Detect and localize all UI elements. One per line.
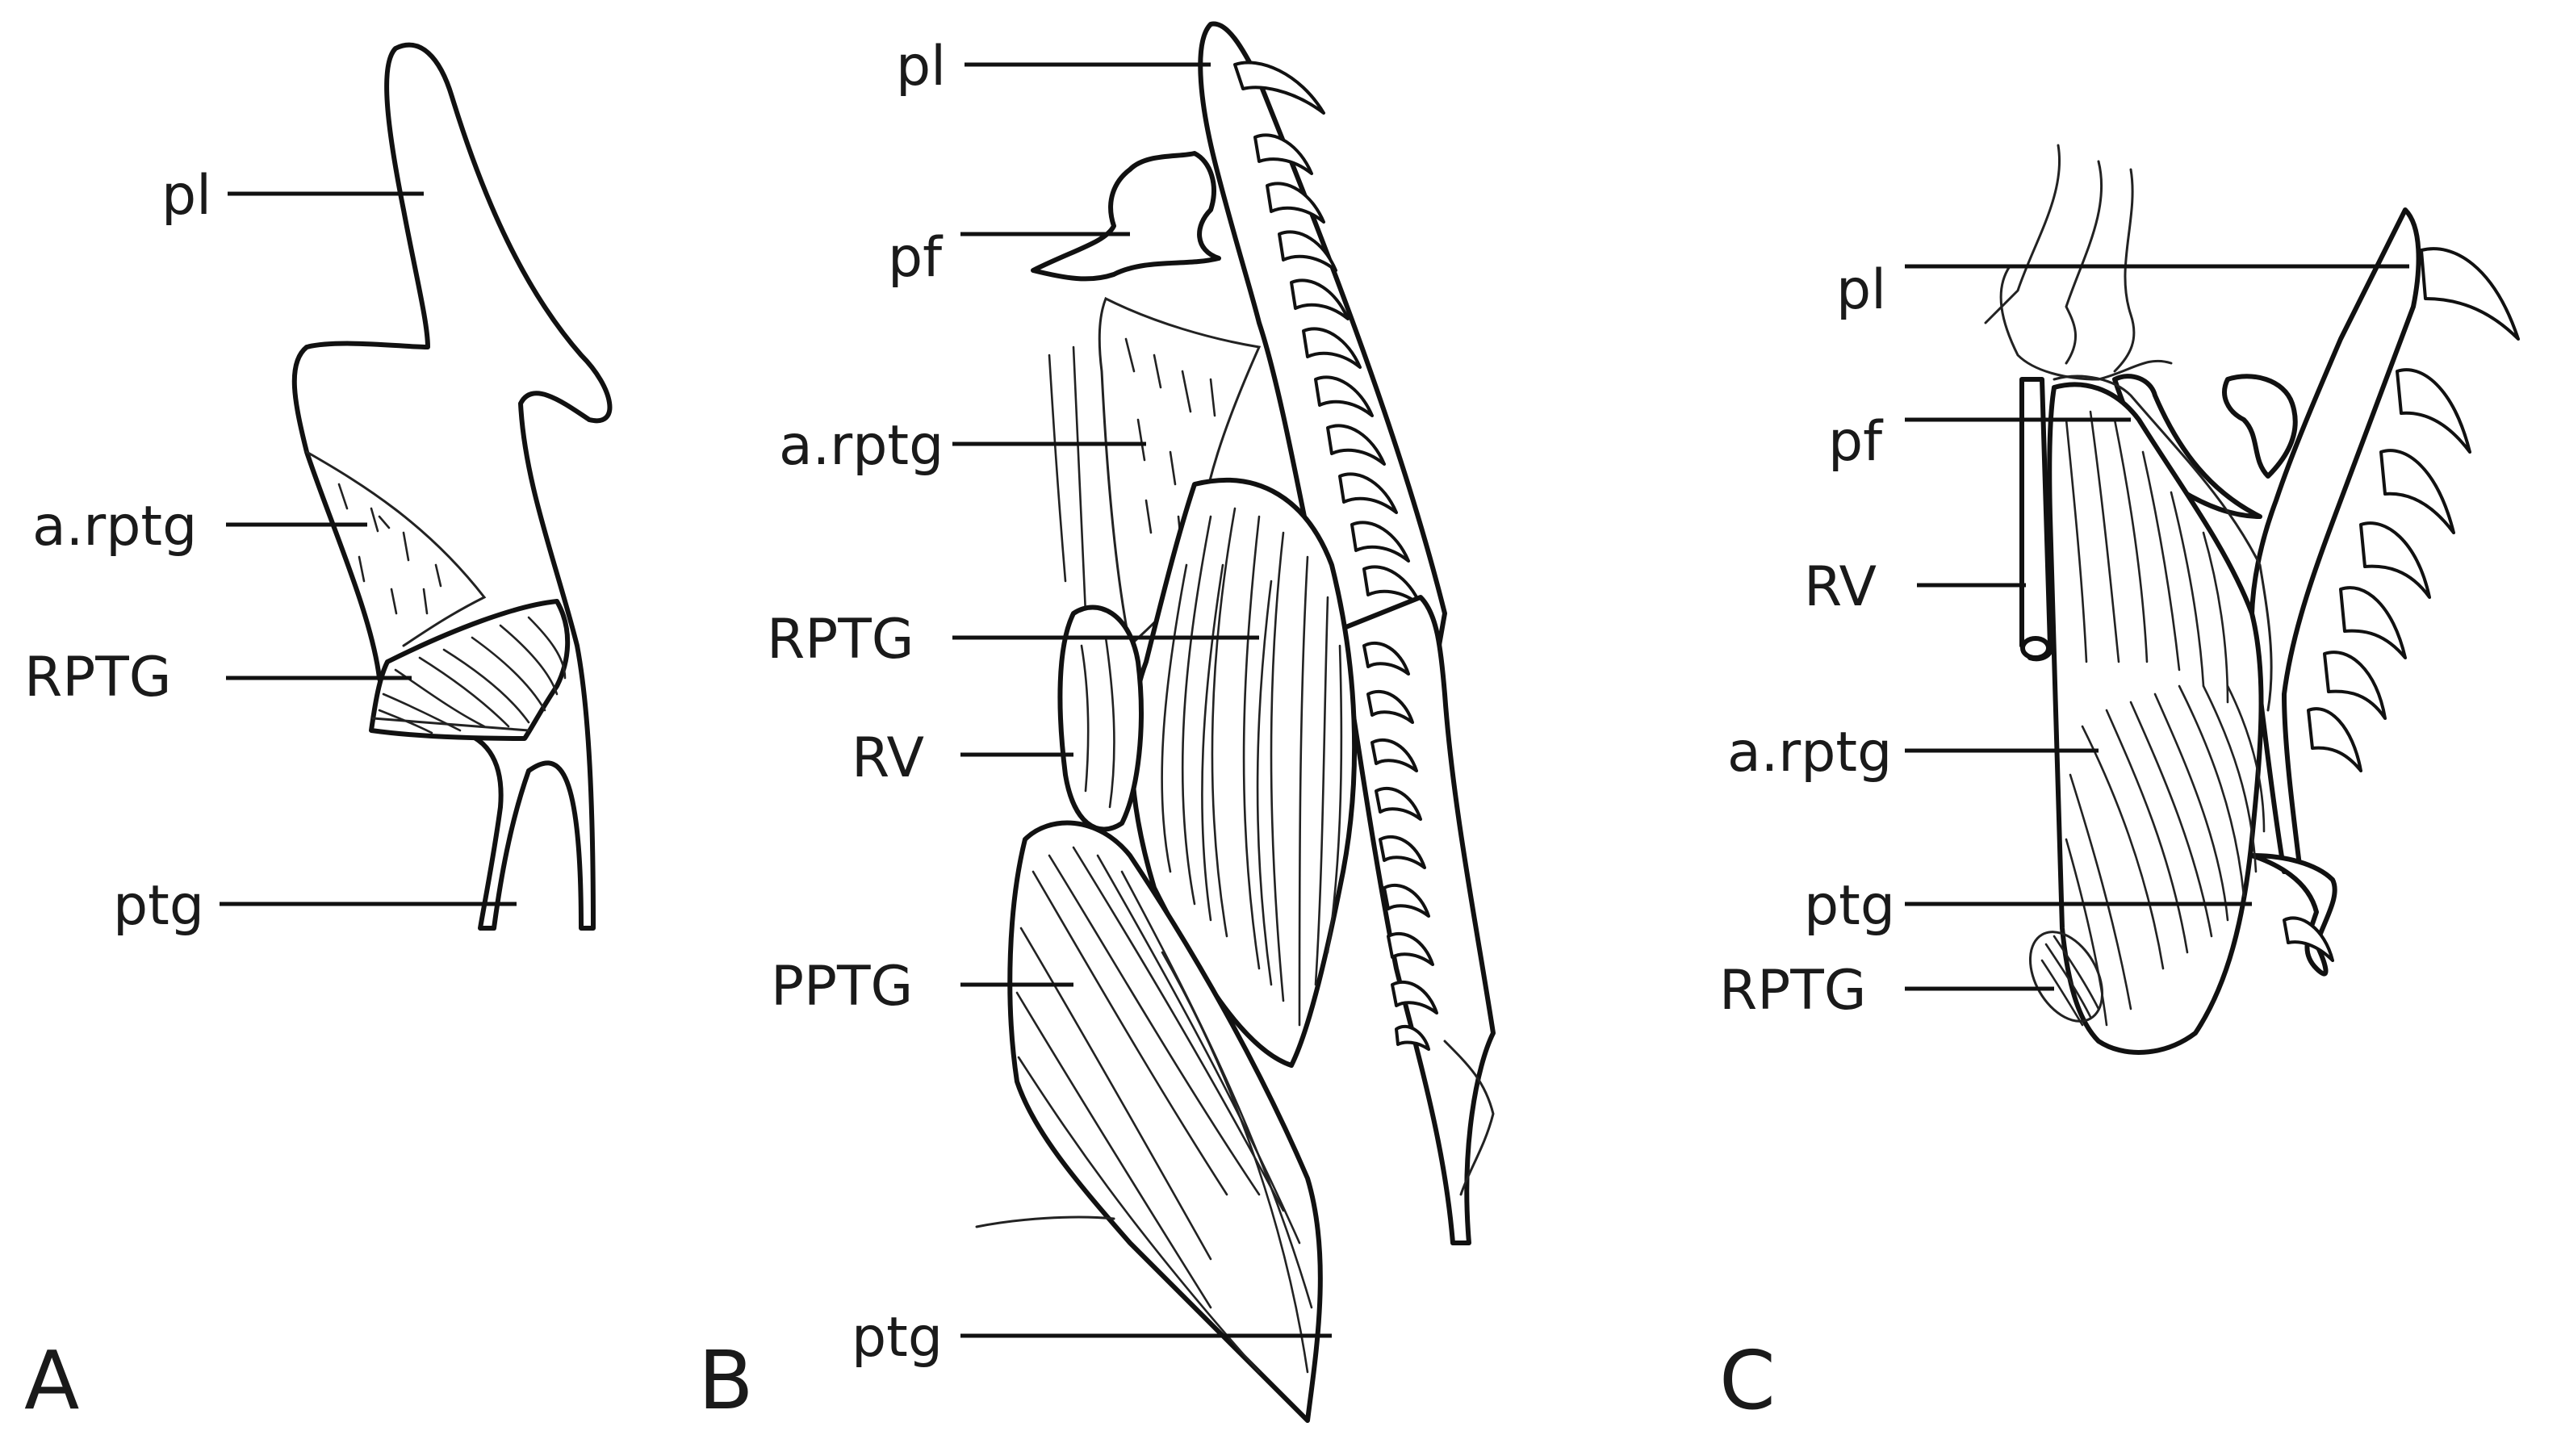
- panel-b-rv: [1057, 605, 1144, 832]
- panel-b-pterygoid: [1337, 595, 1496, 1245]
- panel-c-rptg-muscle: [2047, 382, 2264, 1055]
- panel-a-letter: A: [24, 1333, 79, 1428]
- panel-a-bone-outline: [291, 42, 613, 931]
- panel-c-prefrontal-process: [2222, 374, 2298, 479]
- panel-c-label-rptg: RPTG: [1719, 959, 1866, 1023]
- panel-c: pl pf RV a.rptg ptg RPTG C: [1719, 144, 2520, 1428]
- panel-b-label-pf: pf: [888, 226, 944, 290]
- panel-c-rptg-cut-end: [2028, 931, 2104, 1027]
- panel-b-pterygoid-teeth: [1362, 641, 1438, 1051]
- panel-c-label-rv: RV: [1804, 555, 1877, 619]
- panel-b-contour-right: [1443, 1040, 1495, 1196]
- panel-b-label-ptg: ptg: [852, 1306, 943, 1370]
- panel-b-prefrontal: [1031, 151, 1221, 282]
- panel-b-rv-strokes: [1080, 636, 1115, 809]
- panel-b-contour-left: [975, 1215, 1115, 1228]
- panel-c-palatine-teeth: [2307, 247, 2520, 772]
- panel-c-label-pl: pl: [1836, 258, 1886, 322]
- panel-b-rptg-fibers: [1161, 507, 1343, 1027]
- panel-b-label-pptg: PPTG: [771, 955, 913, 1019]
- panel-a-rptg-fibers: [378, 616, 567, 734]
- panel-b-label-rptg: RPTG: [767, 608, 914, 672]
- panel-a: pl a.rptg RPTG ptg A: [24, 42, 613, 1428]
- panel-b-pptg-muscle: [1007, 820, 1323, 1423]
- panel-a-label-ptg: ptg: [113, 874, 204, 938]
- panel-c-label-pf: pf: [1828, 410, 1884, 474]
- panel-c-label-ptg: ptg: [1804, 874, 1895, 938]
- panel-a-label-rptg: RPTG: [24, 646, 171, 709]
- panel-c-label-arptg: a.rptg: [1727, 721, 1892, 784]
- panel-c-rv-end: [2020, 636, 2051, 660]
- panel-a-label-arptg: a.rptg: [32, 495, 197, 559]
- panel-c-pterygoid-fragment: [2249, 853, 2337, 977]
- panel-a-aponeurosis-strokes: [337, 483, 442, 615]
- panel-b-letter: B: [698, 1333, 754, 1428]
- panel-c-aponeurosis: [2053, 374, 2273, 712]
- panel-b-palatine-teeth: [1233, 61, 1422, 607]
- panel-c-letter: C: [1719, 1333, 1776, 1428]
- panel-c-aponeurosis-strokes: [2065, 410, 2229, 704]
- panel-c-upper-contours: [1984, 144, 2173, 381]
- panel-b-pptg-fibers: [1015, 846, 1313, 1374]
- panel-a-label-pl: pl: [161, 164, 211, 228]
- panel-b-label-pl: pl: [896, 35, 946, 98]
- panel-b-label-rv: RV: [852, 726, 924, 790]
- panel-b-label-arptg: a.rptg: [779, 414, 944, 478]
- panel-a-aponeurosis: [305, 450, 487, 647]
- panel-a-cut-end: [371, 717, 530, 732]
- panel-b: pl pf a.rptg RPTG RV PPTG ptg B: [698, 21, 1496, 1428]
